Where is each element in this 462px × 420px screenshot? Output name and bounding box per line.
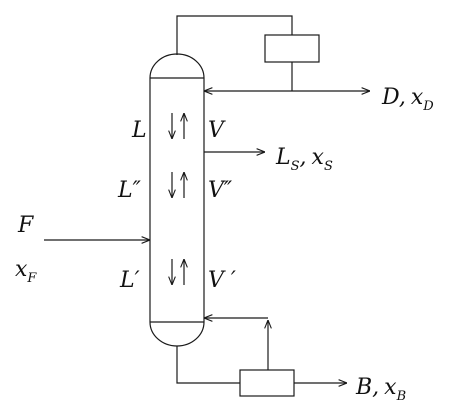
- feed-comp-label: xF: [15, 257, 37, 286]
- reboiler-box: [239, 369, 295, 397]
- sidestream-comp-var: x: [312, 145, 325, 170]
- bottoms-label: B,xB: [355, 375, 406, 404]
- feed-comp-var: x: [15, 257, 28, 282]
- bottoms-comp-sub: B: [396, 389, 407, 404]
- bottoms-comma: ,: [372, 375, 379, 400]
- distillate-comp-var: x: [411, 85, 424, 110]
- condenser-loop: [176, 15, 370, 91]
- feed-name-label: F: [17, 213, 34, 238]
- sidestream-label: LS,xS: [275, 145, 333, 174]
- column-bottom-cap: [149, 321, 205, 347]
- sidestream-name-sub: S: [291, 159, 300, 174]
- condenser-box: [264, 34, 320, 63]
- top-liquid-label: L: [131, 118, 147, 143]
- bottom-vapor-label: V ′: [208, 268, 236, 293]
- column-shell: [149, 53, 205, 347]
- top-vapor-label: V: [208, 118, 226, 143]
- overhead-vapor-line: [176, 15, 293, 55]
- distillate-comma: ,: [399, 85, 406, 110]
- distillate-label: D,xD: [381, 85, 434, 114]
- sidestream-name: L: [275, 145, 291, 170]
- column-top-cap: [149, 53, 205, 79]
- sidestream-comp-sub: S: [324, 159, 333, 174]
- sidestream-comma: ,: [300, 145, 307, 170]
- bottoms-comp-var: x: [384, 375, 397, 400]
- distillate-comp-sub: D: [422, 99, 434, 114]
- bottoms-line: [176, 346, 240, 384]
- feed-comp-sub: F: [26, 271, 37, 286]
- bottoms-name: B: [355, 375, 372, 400]
- middle-liquid-label: L″: [117, 178, 142, 203]
- distillate-name: D: [381, 85, 400, 110]
- reboiler-loop: [176, 318, 347, 397]
- bottom-liquid-label: L′: [119, 268, 140, 293]
- middle-vapor-label: V″: [208, 178, 233, 203]
- internal-flows: [172, 113, 184, 285]
